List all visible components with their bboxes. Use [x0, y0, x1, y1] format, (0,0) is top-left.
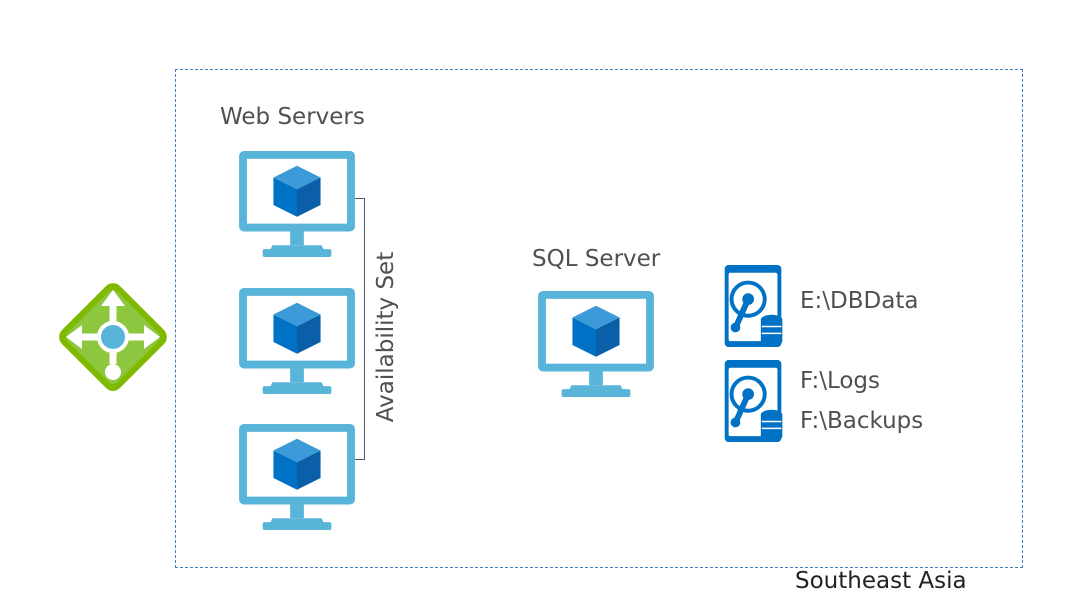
disk-dbdata-label: E:\DBData: [800, 288, 919, 314]
web-server-vm-icon-1[interactable]: [239, 151, 355, 257]
region-label: Southeast Asia: [795, 568, 967, 594]
availability-set-label: Availability Set: [373, 251, 399, 423]
region-boundary: [175, 69, 1023, 568]
disk-icon-dbdata[interactable]: [724, 265, 784, 347]
disk-backups-label: F:\Backups: [800, 408, 924, 434]
disk-logs-label: F:\Logs: [800, 368, 881, 394]
web-servers-label: Web Servers: [220, 104, 365, 130]
load-balancer-icon[interactable]: [54, 278, 172, 396]
disk-icon-logs-backups[interactable]: [724, 360, 784, 442]
web-server-vm-icon-3[interactable]: [239, 424, 355, 530]
sql-server-vm-icon[interactable]: [538, 291, 654, 397]
availability-set-bracket: [355, 198, 365, 460]
sql-server-label: SQL Server: [532, 246, 661, 272]
web-server-vm-icon-2[interactable]: [239, 288, 355, 394]
